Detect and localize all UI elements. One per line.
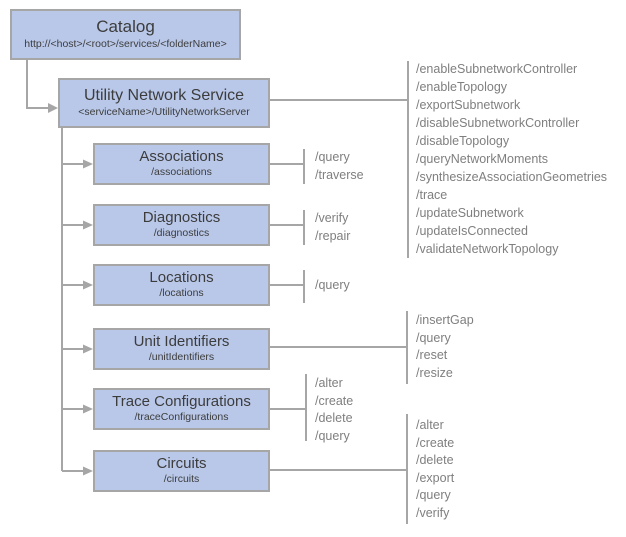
locations-title: Locations xyxy=(149,268,214,286)
operation-label: /repair xyxy=(315,228,351,243)
circuits-url: /circuits xyxy=(163,473,200,486)
locations-url: /locations xyxy=(159,287,204,300)
operation-label: /synthesizeAssociationGeometries xyxy=(416,170,608,184)
associations-title: Associations xyxy=(139,147,224,165)
operation-label: /insertGap xyxy=(416,313,474,327)
catalog-title: Catalog xyxy=(96,17,155,37)
operation-label: /verify xyxy=(416,505,450,520)
trace-configurations-title: Trace Configurations xyxy=(112,392,251,410)
operations-list-unit-identifiers: /insertGap/query/reset/resize xyxy=(416,312,474,382)
arrowhead-unit-identifiers xyxy=(83,344,93,354)
connector-catalog-to-uns xyxy=(26,60,49,109)
circuits-title: Circuits xyxy=(156,454,207,472)
node-circuits: Circuits /circuits xyxy=(93,450,270,492)
trace-configurations-url: /traceConfigurations xyxy=(134,411,229,424)
arrowhead-circuits xyxy=(83,466,93,476)
node-associations: Associations /associations xyxy=(93,143,270,185)
operation-label: /traverse xyxy=(315,167,364,182)
operations-list-trace-configurations: /alter/create/delete/query xyxy=(315,375,353,445)
operation-label: /updateIsConnected xyxy=(416,224,528,238)
node-trace-configurations: Trace Configurations /traceConfiguration… xyxy=(93,388,270,430)
operations-list-diagnostics: /verify/repair xyxy=(315,210,350,245)
operation-label: /disableSubnetworkController xyxy=(416,116,580,130)
node-utility-network-service: Utility Network Service <serviceName>/Ut… xyxy=(58,78,270,128)
arrowhead-uns xyxy=(48,103,58,113)
diagnostics-url: /diagnostics xyxy=(153,227,210,240)
operation-label: /validateNetworkTopology xyxy=(416,242,559,256)
node-unit-identifiers: Unit Identifiers /unitIdentifiers xyxy=(93,328,270,370)
node-locations: Locations /locations xyxy=(93,264,270,306)
operation-label: /enableSubnetworkController xyxy=(416,62,578,76)
operation-label: /trace xyxy=(416,188,448,202)
operation-label: /resize xyxy=(416,365,453,380)
operation-label: /delete xyxy=(315,411,353,425)
operation-label: /query xyxy=(416,488,451,502)
operations-list-associations: /query/traverse xyxy=(315,149,364,184)
unit-identifiers-url: /unitIdentifiers xyxy=(148,351,215,364)
operation-label: /query xyxy=(315,278,350,292)
diagnostics-title: Diagnostics xyxy=(142,208,221,226)
operation-label: /query xyxy=(315,428,350,443)
operation-label: /disableTopology xyxy=(416,134,510,148)
operation-label: /updateSubnetwork xyxy=(416,206,524,220)
operation-label: /query xyxy=(315,150,350,164)
unit-identifiers-title: Unit Identifiers xyxy=(133,332,230,350)
operation-label: /alter xyxy=(416,418,444,432)
operations-list-circuits: /alter/create/delete/export/query/verify xyxy=(416,417,454,522)
node-diagnostics: Diagnostics /diagnostics xyxy=(93,204,270,246)
operation-label: /reset xyxy=(416,348,448,362)
operation-label: /query xyxy=(416,330,451,345)
arrowhead-locations xyxy=(83,280,93,290)
operation-label: /export xyxy=(416,470,455,485)
operation-label: /delete xyxy=(416,453,454,467)
uns-url: <serviceName>/UtilityNetworkServer xyxy=(78,106,250,119)
operations-list-locations: /query xyxy=(315,277,350,295)
operation-label: /create xyxy=(315,393,354,408)
operation-label: /create xyxy=(416,435,455,450)
operation-label: /exportSubnetwork xyxy=(416,98,521,112)
catalog-url: http://<host>/<root>/services/<folderNam… xyxy=(24,38,227,51)
operations-list-utility-network-service: /enableSubnetworkController/enableTopolo… xyxy=(416,60,607,258)
arrowhead-trace-configurations xyxy=(83,404,93,414)
arrowhead-diagnostics xyxy=(83,220,93,230)
associations-url: /associations xyxy=(151,166,212,179)
operation-label: /enableTopology xyxy=(416,80,508,94)
uns-title: Utility Network Service xyxy=(83,87,245,105)
arrowhead-associations xyxy=(83,159,93,169)
operation-label: /alter xyxy=(315,376,343,390)
node-catalog: Catalog http://<host>/<root>/services/<f… xyxy=(10,9,241,60)
operation-label: /queryNetworkMoments xyxy=(416,152,548,166)
operation-label: /verify xyxy=(315,211,349,225)
